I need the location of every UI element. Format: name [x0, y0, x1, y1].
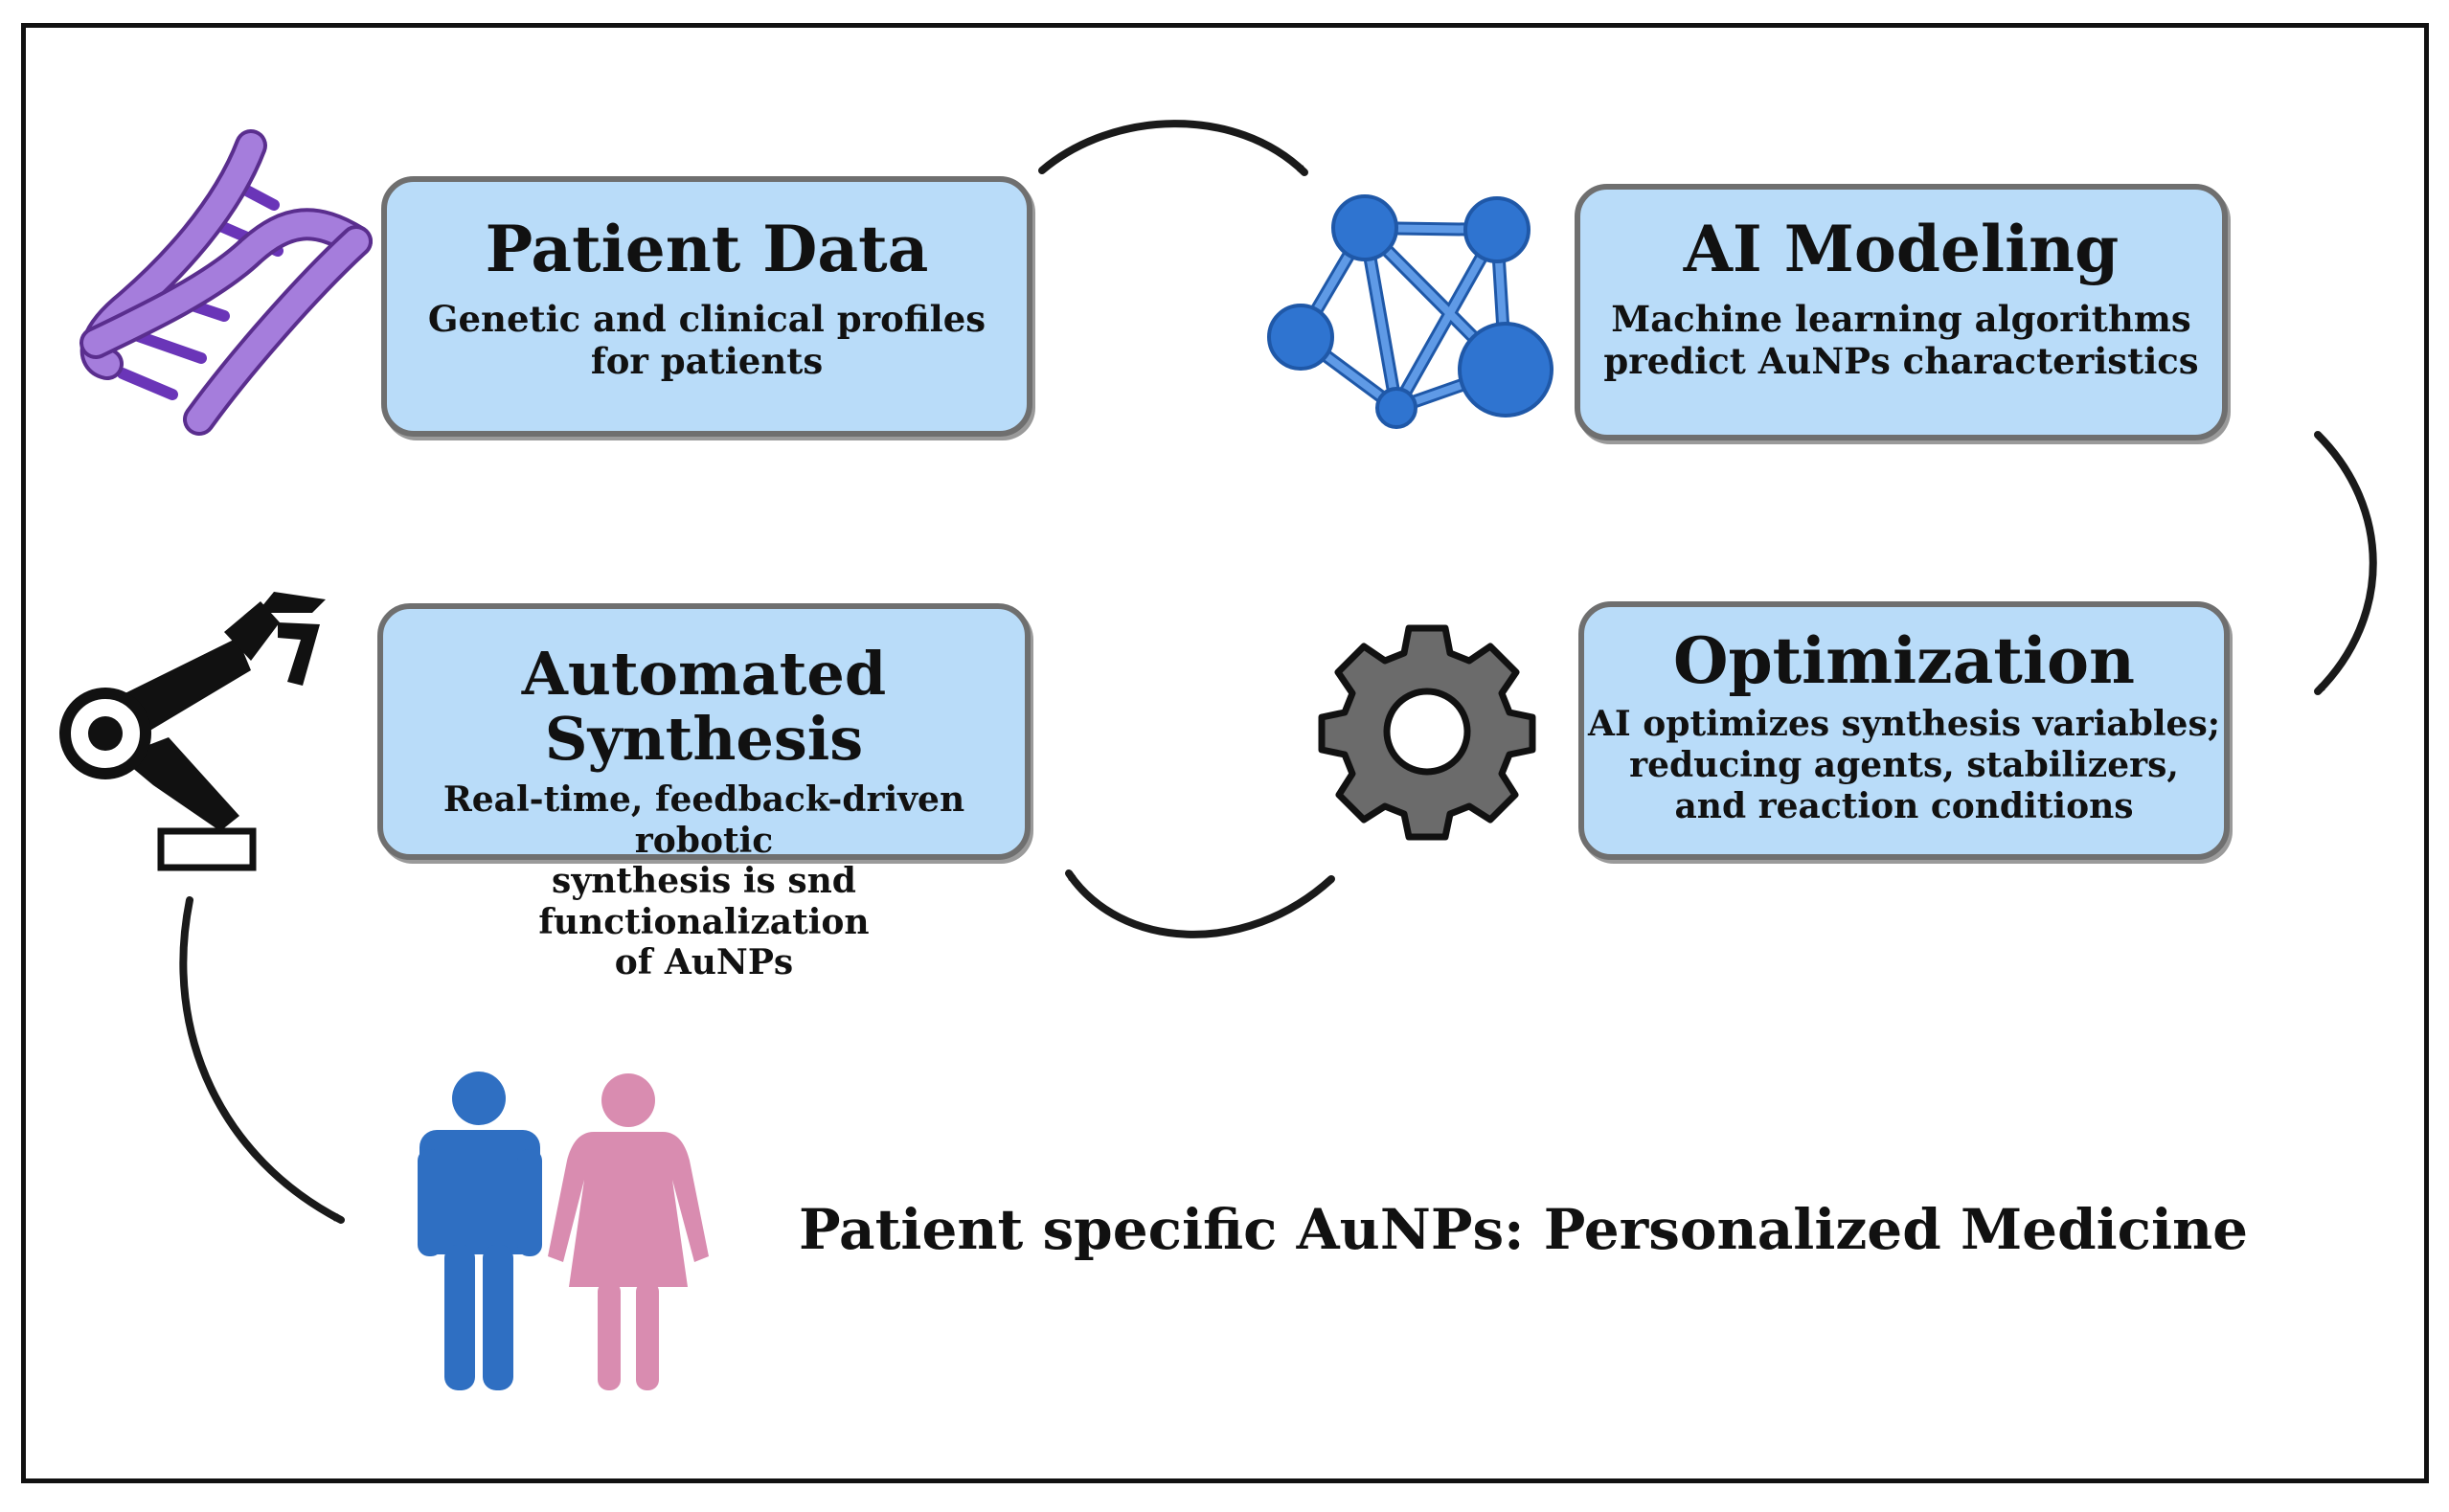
arrow-ai-to-optimization: [2314, 431, 2377, 695]
optimization-desc-line: AI optimizes synthesis variables;: [1587, 703, 2221, 744]
optimization-desc-line: reducing agents, stabilizers,: [1629, 744, 2179, 785]
optimization-title: Optimization: [1673, 623, 2135, 698]
optimization-description: AI optimizes synthesis variables; reduci…: [1584, 704, 2224, 828]
patient-data-title: Patient Data: [485, 212, 929, 286]
automated-synthesis-desc-line: Real-time, feedback-driven robotic: [442, 779, 965, 861]
people-icon: [418, 1072, 709, 1390]
patient-data-desc-line: for patients: [590, 339, 824, 382]
patient-data-desc-line: Genetic and clinical profiles: [427, 297, 986, 340]
arrow-synthesis-to-patients: [179, 896, 345, 1224]
cycle-arrows: [179, 120, 2377, 1224]
arrow-patient-to-ai: [1038, 120, 1308, 176]
robot-arm-icon: [59, 592, 326, 871]
automated-synthesis-desc-line: of AuNPs: [614, 942, 794, 983]
outcome-label: Patient specific AuNPs: Personalized Med…: [799, 1197, 2249, 1262]
optimization-desc-line: and reaction conditions: [1674, 785, 2134, 826]
dna-icon: [79, 129, 373, 436]
ai-modeling-desc-line: Machine learning algorithms: [1611, 297, 2191, 340]
ai-modeling-description: Machine learning algorithms predict AuNP…: [1580, 298, 2222, 383]
gear-icon: [1318, 624, 1536, 841]
automated-synthesis-box: Automated Synthesis Real-time, feedback-…: [377, 603, 1031, 982]
automated-synthesis-description: Real-time, feedback-driven robotic synth…: [383, 779, 1025, 982]
ai-modeling-title: AI Modeling: [1683, 212, 2120, 286]
patient-data-description: Genetic and clinical profiles for patien…: [387, 298, 1027, 383]
arrow-optimization-to-synthesis: [1065, 869, 1335, 938]
optimization-box: Optimization AI optimizes synthesis vari…: [1578, 601, 2230, 860]
neural-network-icon: [1267, 194, 1553, 429]
automated-synthesis-desc-line: synthesis is snd functionalization: [538, 861, 870, 942]
ai-modeling-desc-line: predict AuNPs characteristics: [1603, 339, 2199, 382]
automated-synthesis-title: Automated Synthesis: [521, 639, 887, 775]
patient-data-box: Patient Data Genetic and clinical profil…: [381, 176, 1032, 437]
ai-modeling-box: AI Modeling Machine learning algorithms …: [1575, 184, 2228, 440]
